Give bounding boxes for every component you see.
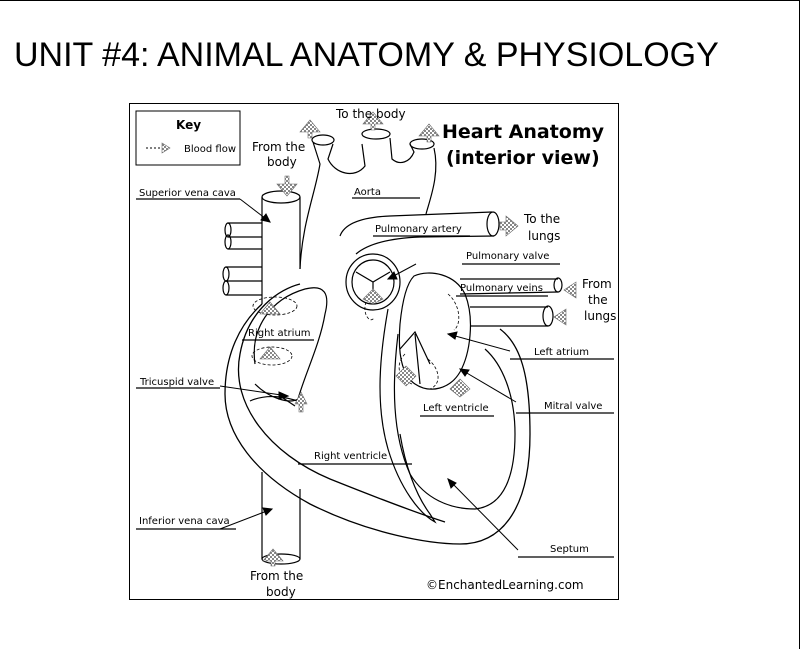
heart-outer-wall [224, 303, 531, 545]
mitral-valve-shape [399, 330, 431, 385]
note-from-the-lungs-2: the [588, 293, 608, 307]
label-pulmonary-artery: Pulmonary artery [375, 224, 462, 235]
left-pulmonary-veins [459, 277, 563, 327]
label-left-ventricle: Left ventricle [423, 403, 489, 414]
pulmonary-artery-vessel [339, 211, 500, 255]
label-aorta: Aorta [354, 187, 381, 198]
left-ventricle-wall [393, 333, 516, 510]
label-septum: Septum [550, 544, 589, 555]
credit-text: ©EnchantedLearning.com [426, 578, 584, 592]
note-to-the-body: To the body [335, 107, 406, 121]
blood-flow-paths [251, 179, 460, 390]
note-from-the-body-bottom-1: From the [250, 569, 303, 583]
note-from-the-body-top-1: From the [252, 140, 305, 154]
note-from-the-body-top-2: body [267, 155, 297, 169]
slide-title: UNIT #4: ANIMAL ANATOMY & PHYSIOLOGY [14, 36, 719, 74]
label-underlines [136, 197, 614, 558]
label-right-ventricle: Right ventricle [314, 451, 387, 462]
heart-inner-wall [237, 283, 446, 523]
superior-vena-cava-vessel [261, 190, 301, 304]
label-right-atrium: Right atrium [248, 328, 311, 339]
note-from-the-lungs-1: From [582, 277, 612, 291]
aorta-vessel [299, 128, 437, 270]
septum-wall [379, 308, 437, 524]
key-heading: Key [176, 118, 201, 132]
key-box [135, 110, 241, 166]
label-inferior-vena-cava: Inferior vena cava [139, 516, 230, 527]
heart-diagram: Key Blood flow Heart Anatomy (interior v… [129, 103, 619, 600]
pointer-arrows [219, 198, 519, 551]
inferior-vena-cava-vessel [261, 472, 301, 565]
flow-arrow-icons [259, 111, 577, 567]
label-pulmonary-valve: Pulmonary valve [466, 251, 549, 262]
heart-diagram-svg: Key Blood flow Heart Anatomy (interior v… [135, 107, 616, 599]
label-pulmonary-veins: Pulmonary veins [460, 283, 543, 294]
label-mitral-valve: Mitral valve [544, 401, 602, 412]
note-to-the-lungs-1: To the [523, 212, 560, 226]
label-tricuspid-valve: Tricuspid valve [139, 377, 214, 388]
label-superior-vena-cava: Superior vena cava [139, 188, 236, 199]
note-to-the-lungs-2: lungs [528, 229, 560, 243]
note-from-the-body-bottom-2: body [266, 585, 296, 599]
key-arrow-icon [161, 142, 171, 154]
left-chambers-outline [398, 272, 472, 390]
slide-top-border [0, 0, 800, 1]
key-item: Blood flow [184, 144, 236, 155]
note-from-the-lungs-3: lungs [584, 309, 616, 323]
right-pulmonary-veins [222, 222, 262, 296]
diagram-title-line1: Heart Anatomy [442, 121, 605, 143]
label-left-atrium: Left atrium [534, 347, 589, 358]
diagram-title-line2: (interior view) [446, 147, 600, 169]
